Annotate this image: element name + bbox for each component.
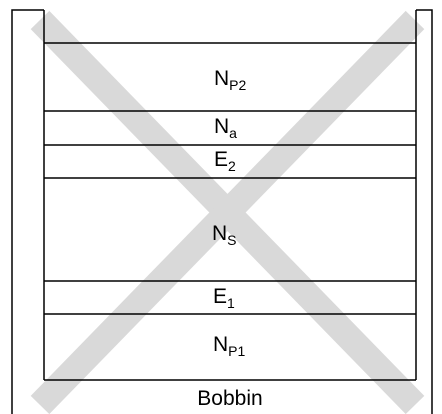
watermark-stroke-2 — [30, 10, 425, 414]
left-flange — [11, 9, 44, 414]
layer-label-e1: E1 — [213, 285, 235, 311]
watermark-x — [30, 10, 425, 414]
bobbin-frame — [11, 9, 433, 414]
layer-separators — [44, 42, 416, 381]
layer-label-np2: NP2 — [214, 67, 247, 93]
layer-label-na: Na — [214, 115, 237, 141]
bobbin-label: Bobbin — [197, 387, 262, 410]
layer-label-e2: E2 — [214, 148, 236, 174]
right-flange — [416, 9, 433, 414]
layer-label-np1: NP1 — [213, 333, 246, 359]
layer-label-ns: NS — [212, 222, 237, 248]
